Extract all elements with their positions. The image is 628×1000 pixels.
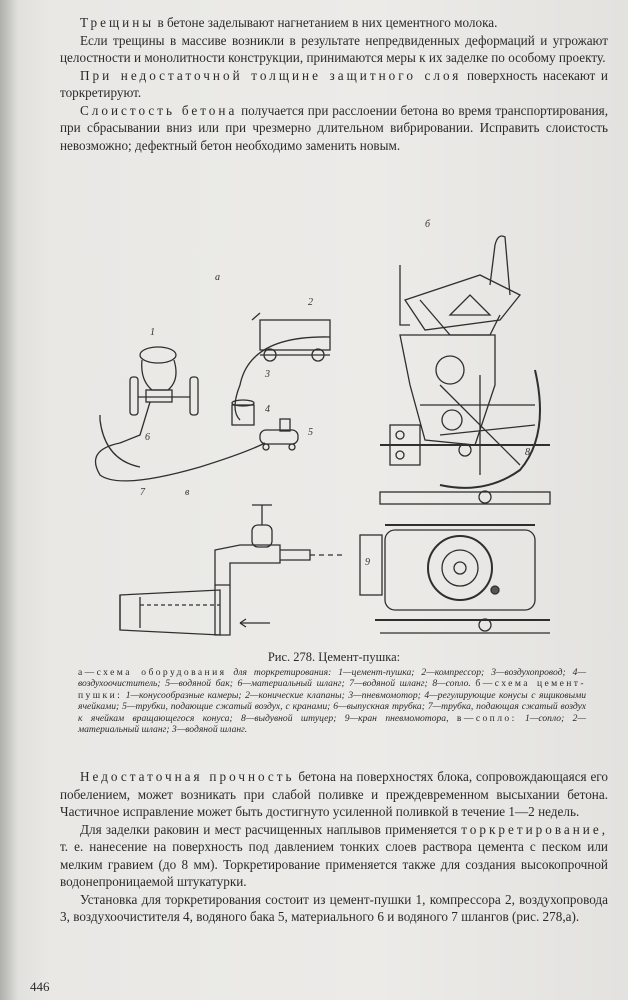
figure-caption: а—схема оборудования для торкретирования… [78, 667, 586, 736]
panel-b-diagram [380, 235, 550, 489]
paragraph-installation: Установка для торкретирования состоит из… [60, 891, 608, 925]
page-number: 446 [30, 979, 50, 994]
label-num-9: 9 [365, 557, 370, 568]
label-panel-a: а [215, 272, 220, 283]
paragraph-strength: Недостаточная прочность бетона на поверх… [60, 769, 608, 819]
paragraph-protective-layer: При недостаточной толщине защитного слоя… [60, 67, 608, 101]
figure-title: Рис. 278. Цемент-пушка: [267, 650, 401, 664]
page-edge-shadow [0, 0, 18, 1000]
top-text-block: Трещины в бетоне заделывают нагнетанием … [60, 14, 608, 154]
label-num-3: 3 [264, 369, 270, 380]
paragraph-layering: Слоистость бетона получается при расслое… [60, 102, 608, 153]
bottom-text-block: Недостаточная прочность бетона на поверх… [60, 768, 608, 926]
label-num-8: 8 [525, 447, 530, 458]
figure-cement-gun: а б в 1 2 3 4 5 6 7 8 9 [94, 219, 551, 636]
panel-c-diagram [119, 504, 345, 636]
paragraph-cracks: Трещины в бетоне заделывают нагнетанием … [80, 15, 498, 30]
label-panel-b: б [425, 219, 431, 230]
label-num-1: 1 [150, 327, 155, 338]
label-num-5: 5 [308, 427, 313, 438]
paragraph-massive-cracks: Если трещины в массиве возникли в резуль… [60, 32, 608, 66]
paragraph-shotcrete: Для заделки раковин и мест расчищенных н… [60, 821, 608, 890]
figure-labels: а б в 1 2 3 4 5 6 7 8 9 [140, 219, 530, 568]
label-panel-c: в [185, 487, 190, 498]
label-num-2: 2 [308, 297, 313, 308]
label-num-6: 6 [145, 432, 150, 443]
label-num-4: 4 [265, 404, 270, 415]
panel-motor-diagram [359, 490, 551, 634]
panel-a-diagram [94, 312, 331, 482]
label-num-7: 7 [140, 487, 146, 498]
